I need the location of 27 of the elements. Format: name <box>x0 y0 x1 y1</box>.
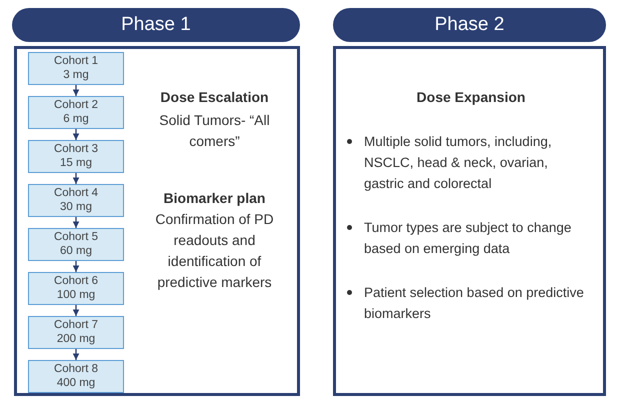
section-heading: Dose Expansion <box>416 88 526 107</box>
cohort-box: Cohort 7 200 mg <box>28 316 124 349</box>
arrow <box>72 349 80 360</box>
cohort-box: Cohort 4 30 mg <box>28 184 124 217</box>
description-text: Confirmation of PD readouts and identification of predictive markers <box>154 210 275 292</box>
bullet-text: Multiple solid tumors, including, NSCLC, head & neck, ovarian, gastric and colorectal <box>364 133 553 193</box>
cohort-box: Cohort 3 15 mg <box>28 140 124 173</box>
bullet-text: Tumor types are subject to change based on emerging data <box>364 219 572 258</box>
cohort-box: Cohort 2 6 mg <box>28 96 124 129</box>
arrow <box>72 261 80 272</box>
cohort-box: Cohort 8 400 mg <box>28 360 124 393</box>
arrow <box>72 85 80 96</box>
cohort-box: Cohort 1 3 mg <box>28 52 124 85</box>
cohort-box: Cohort 6 100 mg <box>28 272 124 305</box>
bullet-text: Patient selection based on predictive biomarkers <box>364 284 585 323</box>
cohort-box: Cohort 5 60 mg <box>28 228 124 261</box>
arrow <box>72 129 80 140</box>
phase-header: Phase 2 <box>333 8 606 42</box>
phase-header: Phase 1 <box>12 8 300 42</box>
section-heading: Dose Escalation <box>159 88 270 107</box>
arrow <box>72 305 80 316</box>
phase-panel <box>14 46 300 396</box>
phase-panel <box>333 46 606 396</box>
section-heading: Biomarker plan <box>162 189 266 208</box>
arrow <box>72 173 80 184</box>
arrow <box>72 217 80 228</box>
description-text: Solid Tumors- “All comers” <box>158 111 271 151</box>
